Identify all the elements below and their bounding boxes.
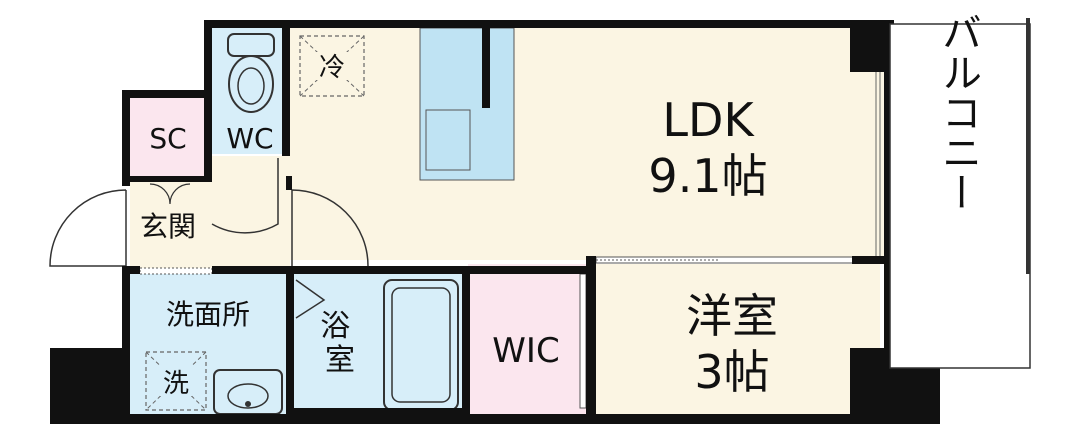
- balcony-outline: [889, 23, 1031, 369]
- fridge-label: 冷: [319, 53, 345, 83]
- hall-floor: [210, 156, 290, 270]
- washroom-floor: [130, 274, 290, 420]
- washer-label: 洗: [163, 369, 189, 399]
- wic-floor: [468, 264, 586, 420]
- western-sliding-door: [595, 256, 855, 264]
- western-name-label: 洋室: [686, 289, 778, 343]
- wc-door: [211, 158, 279, 234]
- kitchen-sink: [425, 109, 471, 171]
- wc-label: WC: [226, 122, 273, 155]
- shoe-cabinet-door: [149, 183, 191, 205]
- sc-floor: [130, 98, 208, 180]
- entrance-floor: [130, 182, 210, 270]
- wic-sliding-door: [579, 273, 587, 409]
- bath-door: [295, 279, 326, 319]
- sc-label: SC: [149, 122, 186, 155]
- washroom-label: 洗面所: [166, 298, 250, 331]
- toilet-bowl: [228, 55, 274, 113]
- bath-label: 浴 室: [320, 309, 360, 378]
- ldk-floor: [290, 28, 890, 260]
- walls: [50, 20, 940, 424]
- entrance-door: [49, 189, 127, 267]
- washroom-sliding-door: [139, 267, 213, 275]
- ldk-size-label: 9.1帖: [648, 149, 767, 203]
- ldk-name-label: LDK: [662, 93, 755, 147]
- hall-door: [291, 189, 369, 267]
- washer-space: [145, 351, 207, 411]
- bath-label-char-1: 浴: [320, 309, 350, 344]
- western-floor: [590, 264, 880, 420]
- entrance-label: 玄関: [140, 210, 196, 243]
- wic-label: WIC: [492, 331, 559, 371]
- kitchen-backsplash: [482, 28, 490, 108]
- western-size-label: 3帖: [694, 345, 769, 399]
- balcony-label: バルコニー: [935, 12, 981, 212]
- wc-floor: [212, 28, 288, 154]
- fridge-space: [299, 35, 365, 97]
- bath-label-char-2: 室: [325, 343, 355, 378]
